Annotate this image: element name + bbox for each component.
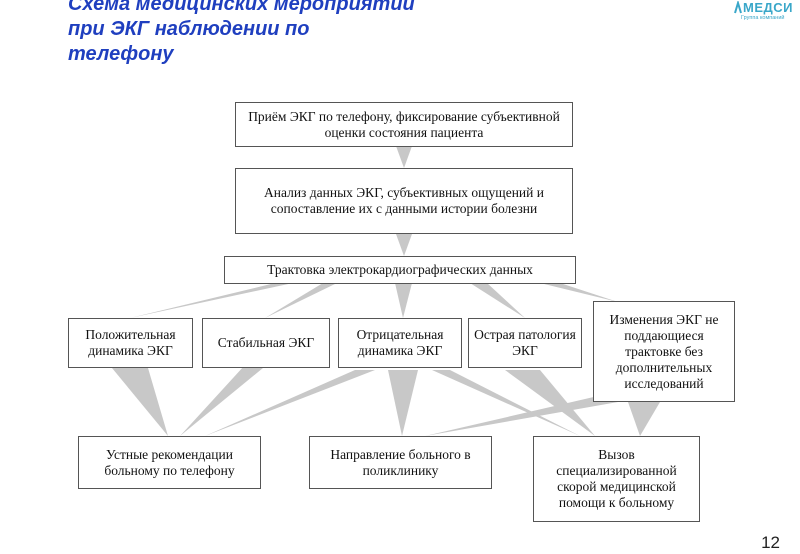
logo-mark-icon [734, 1, 742, 14]
action-emergency-call: Вызов специализированной скорой медицинс… [533, 436, 700, 522]
outcome-stable-ecg: Стабильная ЭКГ [202, 318, 330, 368]
step-receive-ecg: Приём ЭКГ по телефону, фиксирование субъ… [235, 102, 573, 147]
logo-tagline: Группа компаний [741, 15, 785, 21]
action-phone-recommendations: Устные рекомендации больному по телефону [78, 436, 261, 489]
title-line-1: Схема медицинских мероприятий [68, 0, 415, 15]
connector-outcome3-action3 [432, 370, 580, 436]
medsi-logo: МЕДСИ Группа компаний [734, 0, 797, 24]
connector-outcome2-action1 [180, 354, 280, 436]
connector-outcome5-action2 [425, 396, 618, 436]
connector-outcome1-action1 [112, 368, 168, 436]
title-line-2: при ЭКГ наблюдении по [68, 18, 310, 40]
connector-step3-outcome2 [265, 283, 337, 318]
page-number: 12 [761, 533, 780, 552]
outcome-acute-pathology: Острая патология ЭКГ [468, 318, 582, 368]
step-interpretation: Трактовка электрокардиографических данны… [224, 256, 576, 284]
connector-step2-step3 [396, 234, 412, 256]
connector-step3-outcome3 [395, 283, 412, 318]
outcome-uninterpretable-changes: Изменения ЭКГ не поддающиеся трактовке б… [593, 301, 735, 402]
outcome-negative-dynamics: Отрицательная динамика ЭКГ [338, 318, 462, 368]
outcome-positive-dynamics: Положительная динамика ЭКГ [68, 318, 193, 368]
connector-outcome4-action3 [505, 370, 595, 436]
connector-step3-outcome5 [540, 283, 618, 302]
connector-step1-step2 [396, 146, 412, 168]
slide-title: Схема медицинских мероприятий при ЭКГ на… [68, 0, 508, 67]
title-line-3: телефону [68, 43, 174, 65]
connector-outcome3-action1 [205, 370, 375, 436]
connector-outcome3-action2 [388, 370, 418, 436]
logo-name: МЕДСИ [743, 0, 793, 15]
step-analysis: Анализ данных ЭКГ, субъективных ощущений… [235, 168, 573, 234]
connector-step3-outcome4 [470, 283, 525, 318]
connector-outcome5-action3 [628, 402, 660, 436]
action-clinic-referral: Направление больного в поликлинику [309, 436, 492, 489]
connector-step3-outcome1 [130, 283, 293, 318]
